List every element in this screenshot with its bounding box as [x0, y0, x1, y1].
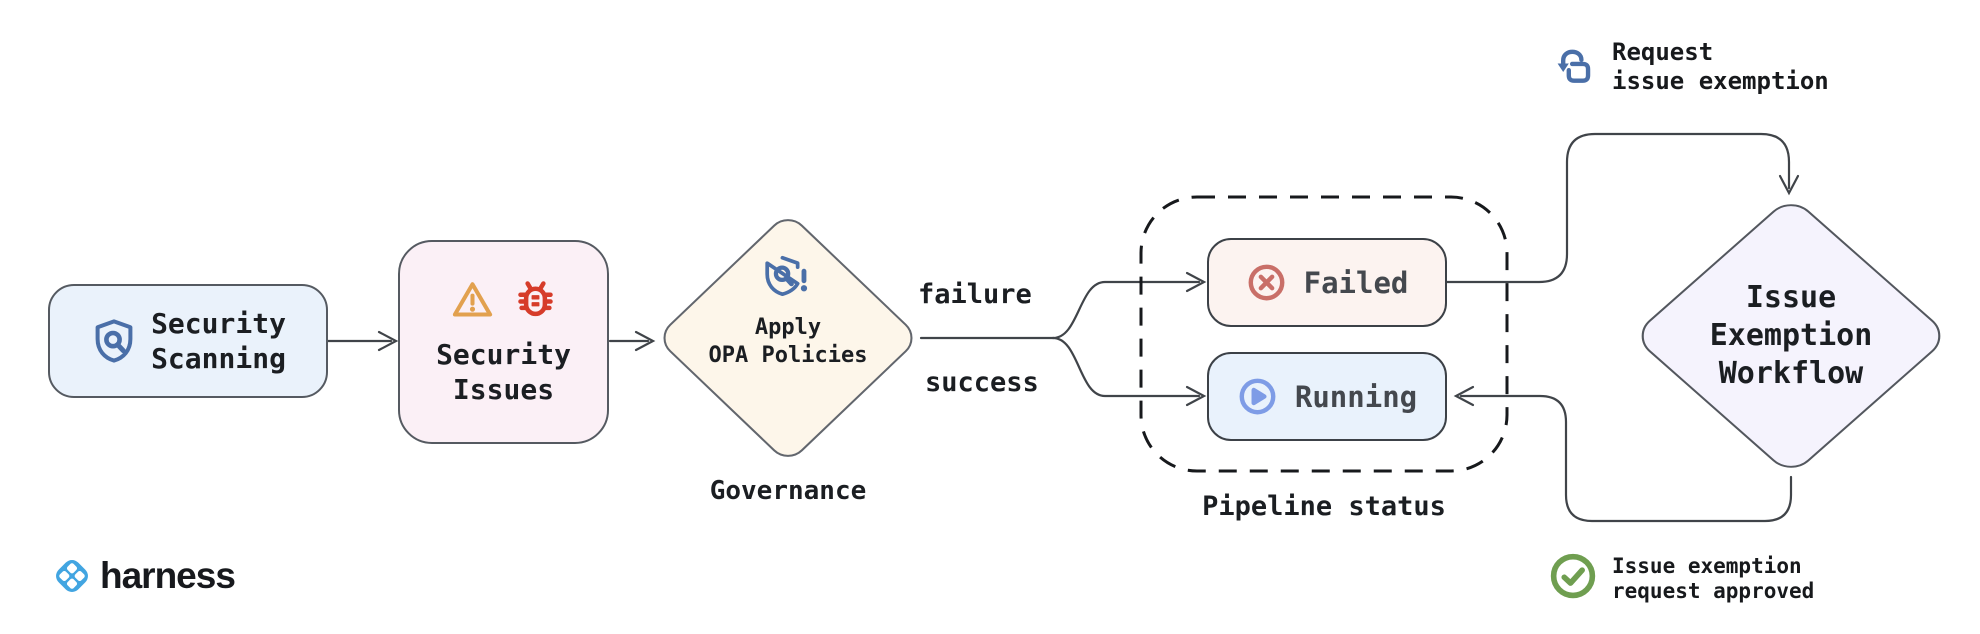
annotation-line: Request: [1612, 38, 1714, 66]
edge-failure-branch: [1051, 280, 1201, 340]
check-circle-icon: [1548, 551, 1598, 601]
node-label-line: Issues: [452, 373, 555, 406]
running-node: Running: [1207, 352, 1447, 441]
bug-icon: [513, 277, 558, 323]
arrowhead: [1778, 174, 1800, 196]
security-issues-node: Security Issues: [398, 240, 609, 444]
node-label-line: Apply: [754, 315, 822, 340]
arrowhead: [377, 330, 399, 352]
harness-wordmark: harness: [100, 555, 236, 596]
annotation-line: request approved: [1612, 579, 1815, 603]
node-label-line: Workflow: [1718, 356, 1864, 391]
shield-search-alert-icon: [762, 253, 814, 299]
tap-request-icon: [1552, 42, 1594, 90]
governance-caption: Governance: [709, 476, 867, 506]
arrowhead: [1185, 271, 1207, 293]
circle-play-icon: [1237, 376, 1278, 417]
pipeline-status-caption: Pipeline status: [1202, 491, 1446, 522]
arrowhead: [1453, 385, 1475, 407]
security-scanning-node: Security Scanning: [48, 284, 328, 398]
edge-workflow-to-running: [1459, 394, 1793, 523]
harness-logo: harness: [52, 555, 236, 596]
circle-x-icon: [1246, 262, 1287, 303]
node-label-line: Issue: [1745, 280, 1837, 315]
approved-annotation: Issue exemption request approved: [1548, 551, 1814, 604]
arrowhead: [634, 330, 656, 352]
warning-triangle-icon: [449, 278, 496, 322]
annotation-line: issue exemption: [1612, 67, 1829, 95]
node-label-line: Scanning: [151, 342, 286, 375]
edge-failed-to-workflow: [1445, 132, 1791, 284]
success-edge-label: success: [925, 367, 1039, 398]
harness-diamond-icon: [52, 556, 92, 596]
annotation-line: Issue exemption: [1612, 554, 1802, 578]
shield-search-icon: [90, 315, 138, 367]
failed-label: Failed: [1303, 265, 1409, 300]
node-label-line: Security: [436, 338, 571, 371]
request-exemption-annotation: Request issue exemption: [1552, 38, 1829, 96]
failed-node: Failed: [1207, 238, 1447, 327]
issue-exemption-diamond: Issue Exemption Workflow: [1631, 194, 1951, 478]
edge-success-branch: [1051, 336, 1201, 398]
arrowhead: [1185, 385, 1207, 407]
node-label-line: OPA Policies: [708, 343, 868, 368]
node-label-line: Security: [151, 307, 286, 340]
running-label: Running: [1294, 379, 1418, 414]
node-label-line: Exemption: [1709, 318, 1873, 353]
pipeline-status-dashed-border: [1139, 195, 1509, 473]
failure-edge-label: failure: [918, 279, 1032, 310]
apply-opa-diamond: Apply OPA Policies: [654, 211, 922, 465]
